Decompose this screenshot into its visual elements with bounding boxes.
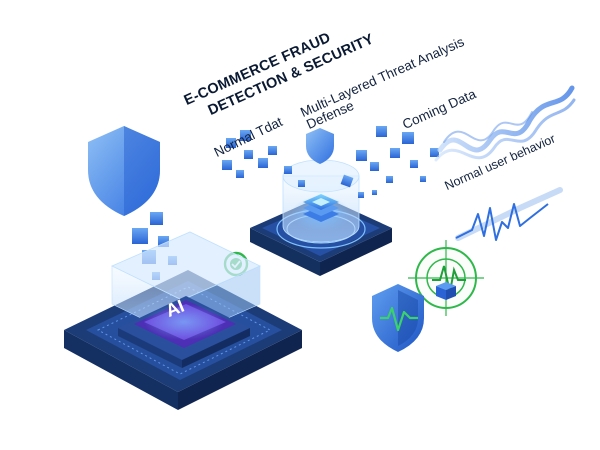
waveform-icon bbox=[434, 85, 576, 162]
user-behavior-signal bbox=[455, 187, 563, 241]
target-reticle-icon bbox=[408, 240, 484, 316]
data-cube-stream bbox=[222, 126, 439, 198]
threat-analysis-platform bbox=[250, 159, 392, 276]
shield-icon bbox=[88, 126, 160, 216]
ai-chip-platform bbox=[64, 231, 302, 410]
shield-icon bbox=[306, 128, 334, 164]
protection-shield-icon bbox=[372, 284, 424, 352]
